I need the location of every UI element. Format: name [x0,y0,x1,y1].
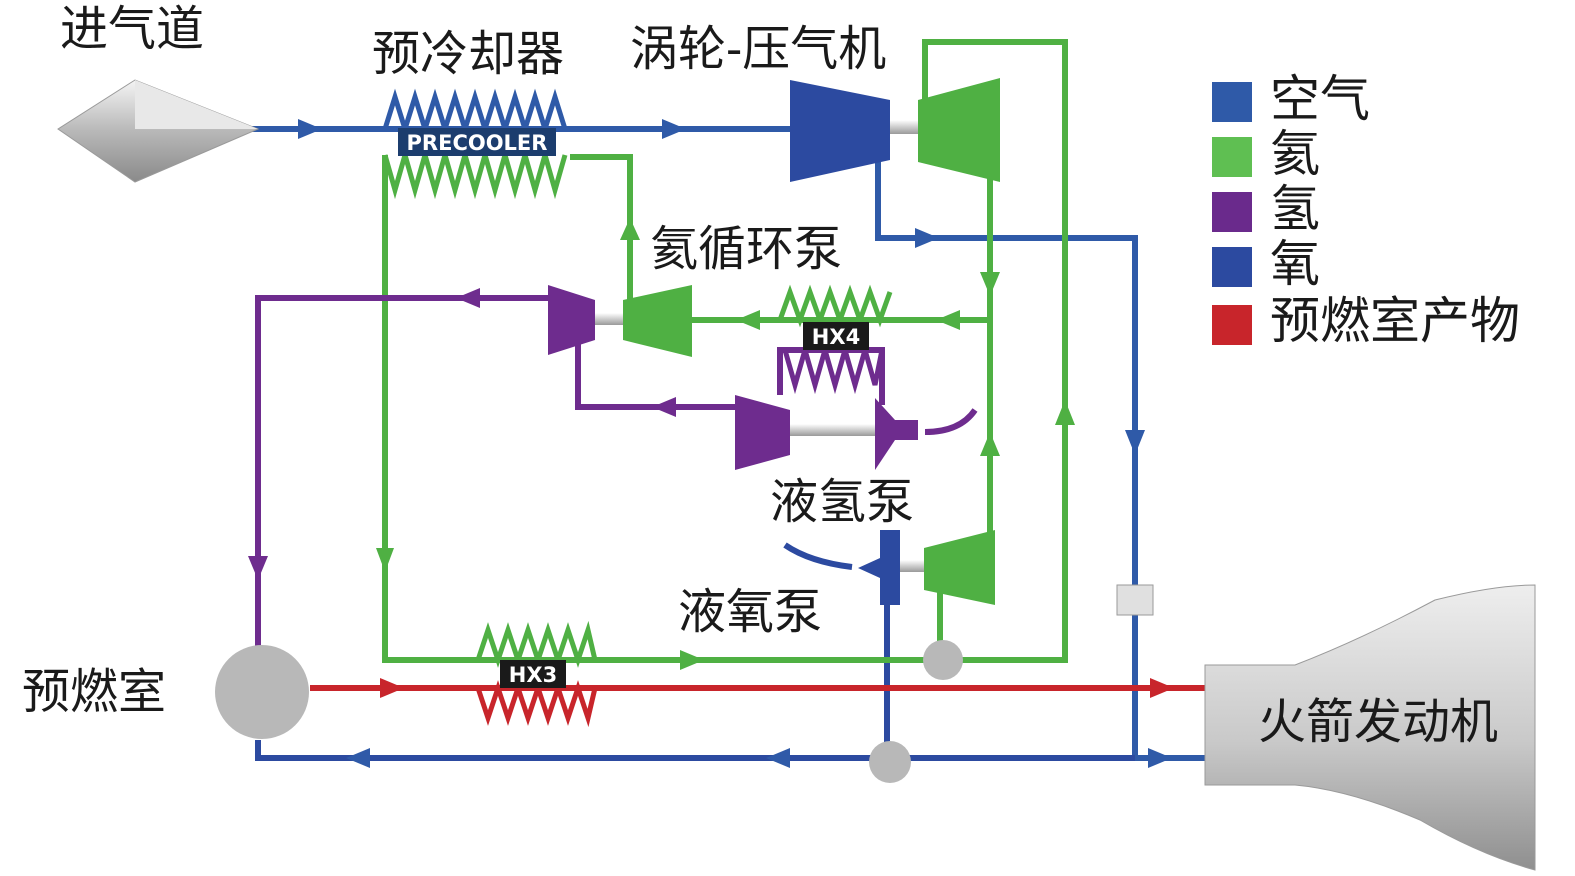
air-bypass-valve [1116,584,1154,616]
flow-arrows [248,119,1174,768]
hx3: HX3 [475,620,598,728]
hx3-tag: HX3 [509,663,557,687]
hx4: HX4 [777,284,893,395]
label-lox-pump: 液氧泵 [678,584,822,640]
hydrogen-turbopump [735,395,978,470]
legend: 空气 氦 氢 氧 预燃室产物 [1212,70,1520,350]
helium-circulator [548,285,692,357]
legend-swatch-hydrogen [1212,192,1252,232]
precooler-tag: PRECOOLER [407,131,548,155]
precooler-hx: PRECOOLER [382,88,568,200]
label-rocket-engine: 火箭发动机 [1258,694,1498,750]
legend-swatch-products [1212,305,1252,345]
air-compressor [790,80,918,182]
rocket-engine-nozzle [1204,584,1536,871]
oxygen-junction [869,741,911,783]
legend-label-products: 预燃室产物 [1270,292,1520,350]
legend-swatch-air [1212,82,1252,122]
preburner [215,645,309,739]
legend-swatch-oxygen [1212,247,1252,287]
helium-turbine [918,78,1000,182]
helium-junction [923,640,963,680]
label-helium-pump: 氦循环泵 [650,221,842,277]
legend-swatch-helium [1212,137,1252,177]
label-turbo-compressor: 涡轮-压气机 [630,21,886,77]
inlet-cone [57,79,260,183]
label-preburner: 预燃室 [22,664,166,720]
label-lh2-pump: 液氢泵 [770,474,914,530]
legend-label-helium: 氦 [1270,125,1320,183]
lox-turbopump [783,530,995,605]
legend-label-air: 空气 [1270,70,1370,128]
legend-label-oxygen: 氧 [1270,235,1320,293]
hx4-tag: HX4 [812,325,860,349]
label-precooler: 预冷却器 [372,26,564,82]
legend-label-hydrogen: 氢 [1270,180,1320,238]
label-inlet: 进气道 [60,1,204,57]
